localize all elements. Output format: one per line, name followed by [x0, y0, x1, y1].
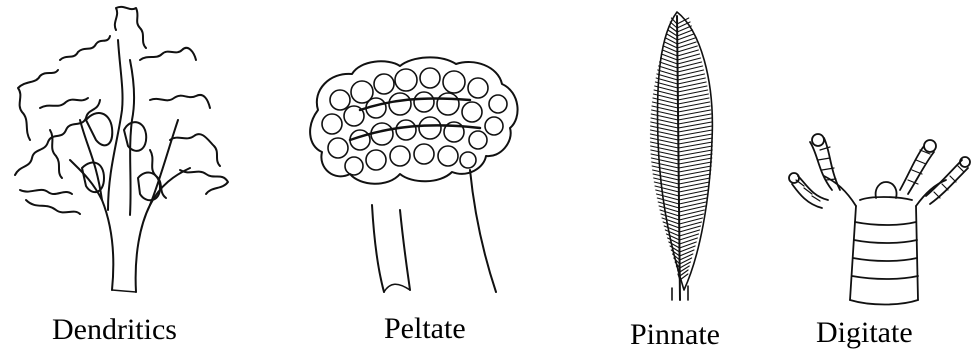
- label-pinnate: Pinnate: [630, 320, 720, 350]
- dendritic-illustration: [15, 7, 228, 292]
- label-peltate: Peltate: [384, 314, 466, 344]
- pinnate-illustration: [650, 12, 712, 300]
- label-digitate: Digitate: [816, 318, 913, 348]
- digitate-illustration: [789, 134, 970, 305]
- label-dendritic: Dendritics: [52, 315, 177, 345]
- peltate-illustration: [310, 57, 517, 292]
